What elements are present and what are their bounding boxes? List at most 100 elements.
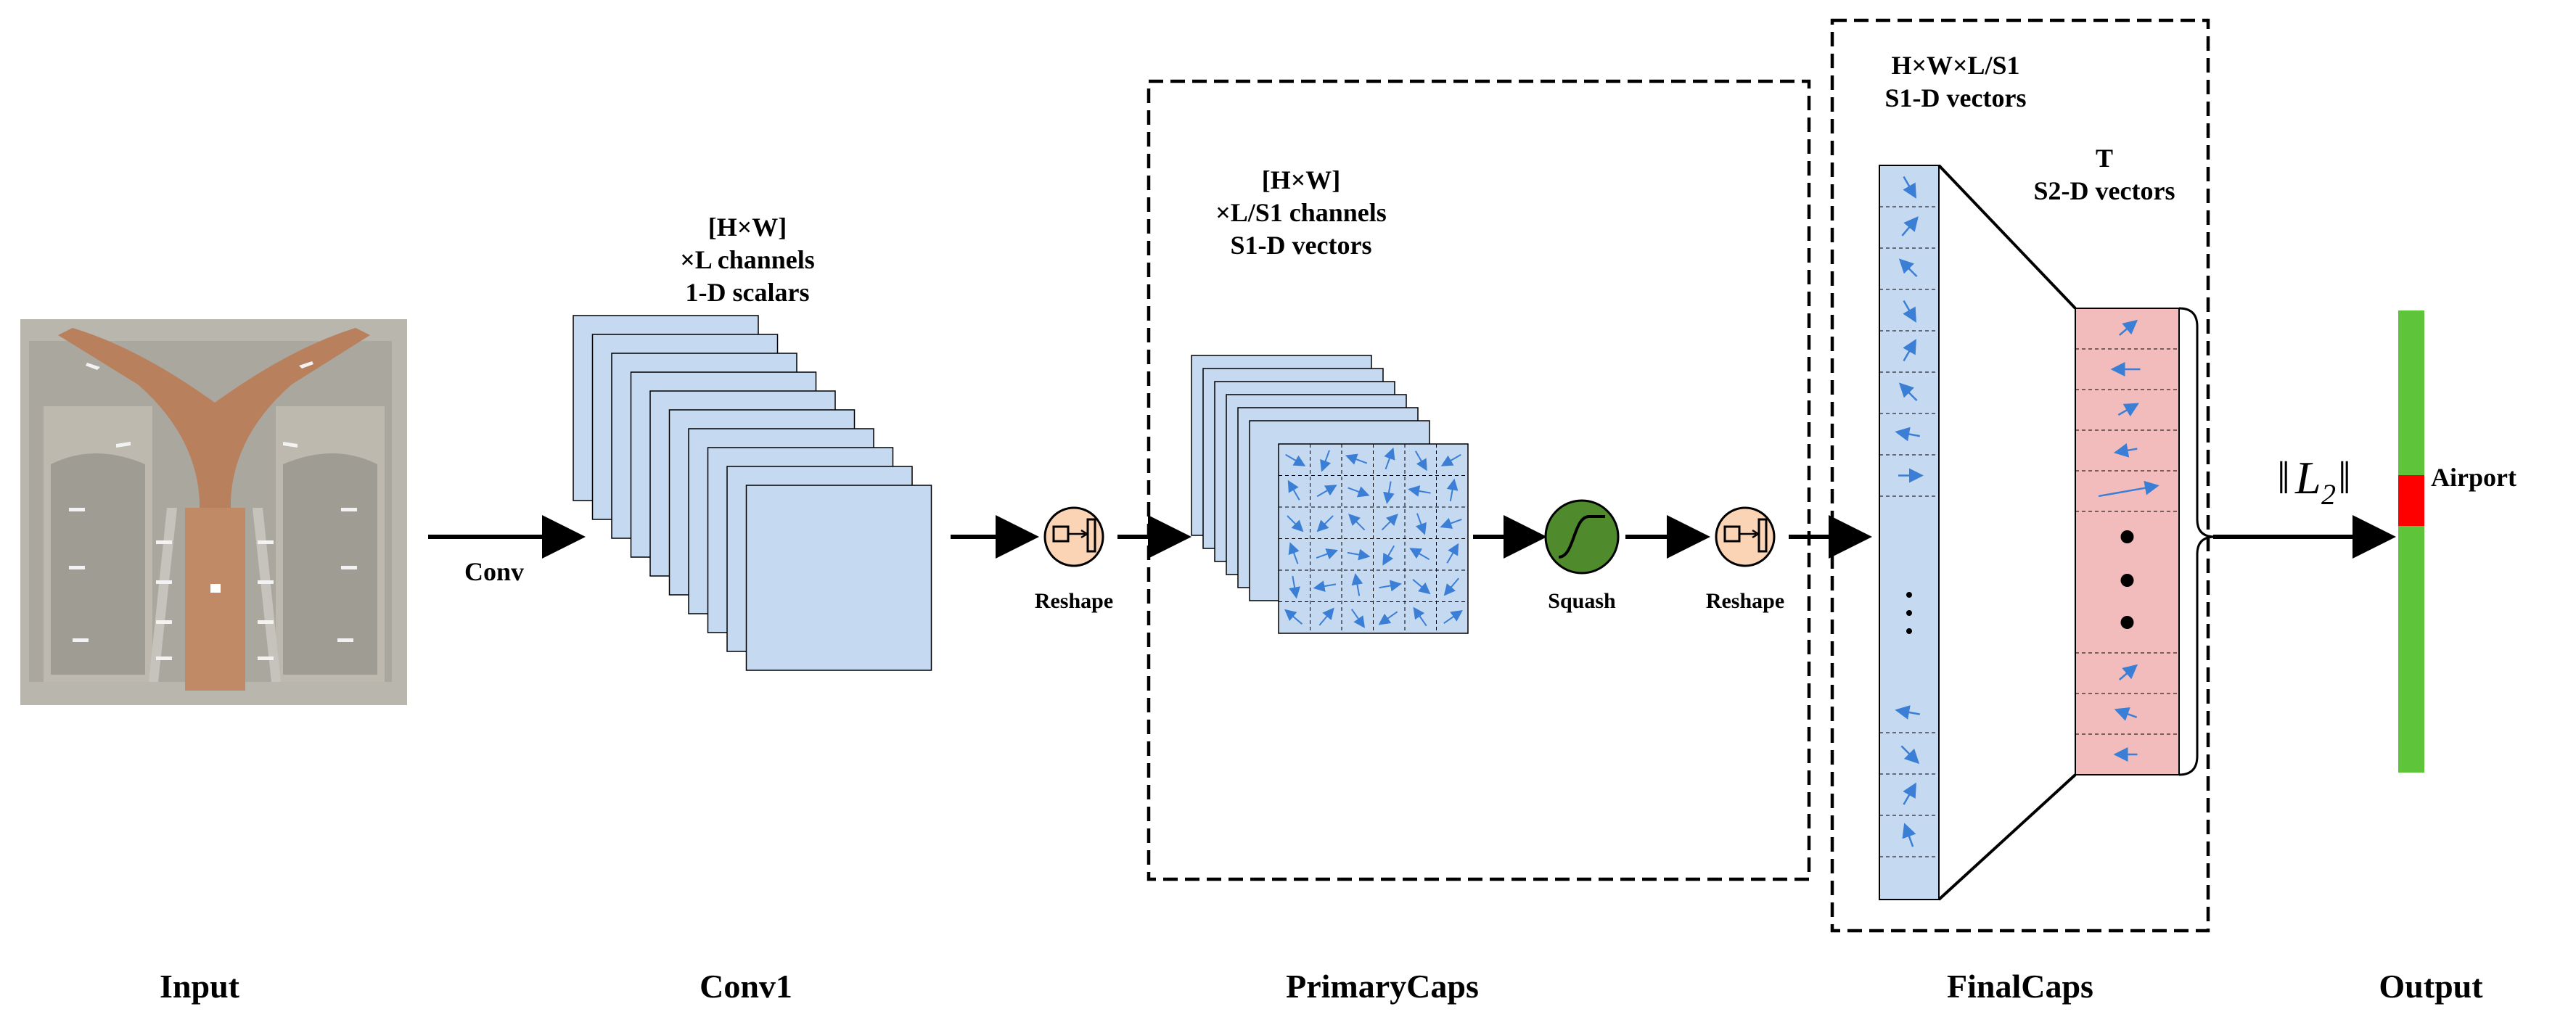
reshape-icon-1 (1043, 506, 1104, 567)
vector-arrow (1414, 450, 1427, 472)
svg-text:[H×W]: [H×W] (1262, 165, 1341, 194)
svg-text:H×W×L/S1: H×W×L/S1 (1891, 51, 2019, 80)
svg-text:2: 2 (2321, 478, 2336, 511)
vector-arrow (1287, 480, 1300, 501)
svg-text:‖: ‖ (2277, 452, 2290, 503)
vector-arrow (1443, 577, 1459, 596)
conv1-map (745, 485, 932, 671)
vector-arrow (1288, 542, 1300, 564)
vector-arrow (1901, 216, 1919, 236)
svg-text:[H×W]: [H×W] (708, 213, 787, 242)
vector-arrow (1408, 485, 1431, 497)
vector-arrow (1895, 705, 1920, 720)
svg-text:S1-D vectors: S1-D vectors (1885, 83, 2027, 112)
output-class-label: Airport (2431, 463, 2516, 492)
stage-title-finalcaps: FinalCaps (1947, 968, 2093, 1005)
svg-text:L: L (2294, 452, 2321, 503)
conv1-feature-maps (573, 315, 932, 671)
l2-norm-label: ‖ L 2 ‖ (2277, 452, 2351, 511)
squash-icon (1544, 499, 1620, 575)
primarycaps-vector-grid (1278, 443, 1469, 634)
ellipsis-dot (2120, 616, 2134, 629)
fc-connector-bottom (1937, 773, 2077, 901)
vector-arrow (1440, 517, 1462, 529)
vector-arrow (1351, 573, 1363, 596)
reshape-label-1: Reshape (1035, 589, 1113, 613)
svg-text:S2-D vectors: S2-D vectors (2034, 176, 2175, 205)
vector-arrow (1903, 300, 1916, 323)
vector-arrow (1409, 548, 1430, 561)
vector-arrow (1381, 514, 1398, 531)
final-capsule-column (2075, 308, 2180, 775)
vector-arrow (1903, 176, 1916, 199)
primary-capsule-column (1879, 165, 1940, 900)
ellipsis-dot (1906, 628, 1912, 634)
vector-arrow (1895, 427, 1920, 442)
conv-label: Conv (464, 557, 524, 586)
vector-arrow (1412, 579, 1431, 595)
vector-arrow (1415, 513, 1427, 535)
conv1-note: [H×W] ×L channels 1-D scalars (680, 213, 815, 307)
fc-connector-top (1937, 164, 2077, 310)
vector-arrow (1900, 745, 1920, 765)
vector-arrow (1413, 606, 1427, 627)
svg-text:S1-D vectors: S1-D vectors (1231, 231, 1372, 260)
column-frame (1879, 165, 1940, 900)
vector-arrow (1313, 580, 1337, 592)
finalcaps-dashed-box (1830, 18, 2210, 933)
vector-arrow (1316, 515, 1334, 532)
vector-arrow (1446, 543, 1459, 564)
svg-text:1-D scalars: 1-D scalars (686, 278, 810, 307)
ellipsis-dot (2120, 574, 2134, 587)
ellipsis-dot (1906, 592, 1912, 598)
vector-arrow (1446, 478, 1459, 502)
vector-arrow (1285, 453, 1306, 466)
vector-arrow (1903, 782, 1917, 805)
vector-arrow (2118, 664, 2138, 680)
stage-title-primarycaps: PrimaryCaps (1286, 968, 1479, 1005)
vector-arrow (2118, 319, 2138, 336)
vector-arrow (1898, 382, 1918, 401)
squash-label: Squash (1548, 589, 1616, 613)
svg-text:×L/S1 channels: ×L/S1 channels (1215, 198, 1387, 227)
svg-text:T: T (2096, 144, 2113, 173)
reshape-label-2: Reshape (1706, 589, 1784, 613)
vector-arrow (1345, 453, 1368, 465)
vector-arrow (1384, 447, 1395, 470)
ellipsis-dot (2120, 530, 2134, 543)
svg-text:‖: ‖ (2338, 452, 2351, 503)
ellipsis-dot (1906, 610, 1912, 616)
vector-arrow (1898, 258, 1918, 277)
vector-arrow (1318, 607, 1334, 626)
vector-arrow (1348, 486, 1370, 498)
vector-arrow (1350, 609, 1366, 628)
vector-arrow (2113, 443, 2138, 458)
stage-title-output: Output (2379, 968, 2483, 1005)
vector-arrow (2114, 707, 2138, 721)
vector-arrow (1320, 450, 1332, 472)
svg-text:×L channels: ×L channels (680, 245, 815, 274)
vector-arrow (1440, 453, 1461, 466)
stage-title-conv1: Conv1 (700, 968, 792, 1005)
output-bar (2398, 310, 2424, 773)
vector-arrow (1382, 545, 1395, 566)
final-right-note: T S2-D vectors (2034, 144, 2175, 205)
vector-arrow (1383, 481, 1395, 504)
vector-arrow (1316, 485, 1337, 498)
vector-arrow (1284, 609, 1303, 625)
vector-arrow (1378, 611, 1398, 625)
vector-arrow (1348, 514, 1366, 531)
vector-arrow (2117, 403, 2139, 417)
vector-arrow (1289, 575, 1300, 599)
airport-aerial-photo (20, 319, 407, 705)
output-airport-highlight (2398, 475, 2424, 526)
vector-arrow (1902, 823, 1916, 847)
final-left-note: H×W×L/S1 S1-D vectors (1885, 51, 2027, 112)
vector-arrow (1287, 515, 1304, 532)
primary-note: [H×W] ×L/S1 channels S1-D vectors (1215, 165, 1387, 260)
capsule-brace (2178, 307, 2215, 776)
vector-arrow (1347, 548, 1371, 561)
vector-arrow (2098, 480, 2159, 498)
